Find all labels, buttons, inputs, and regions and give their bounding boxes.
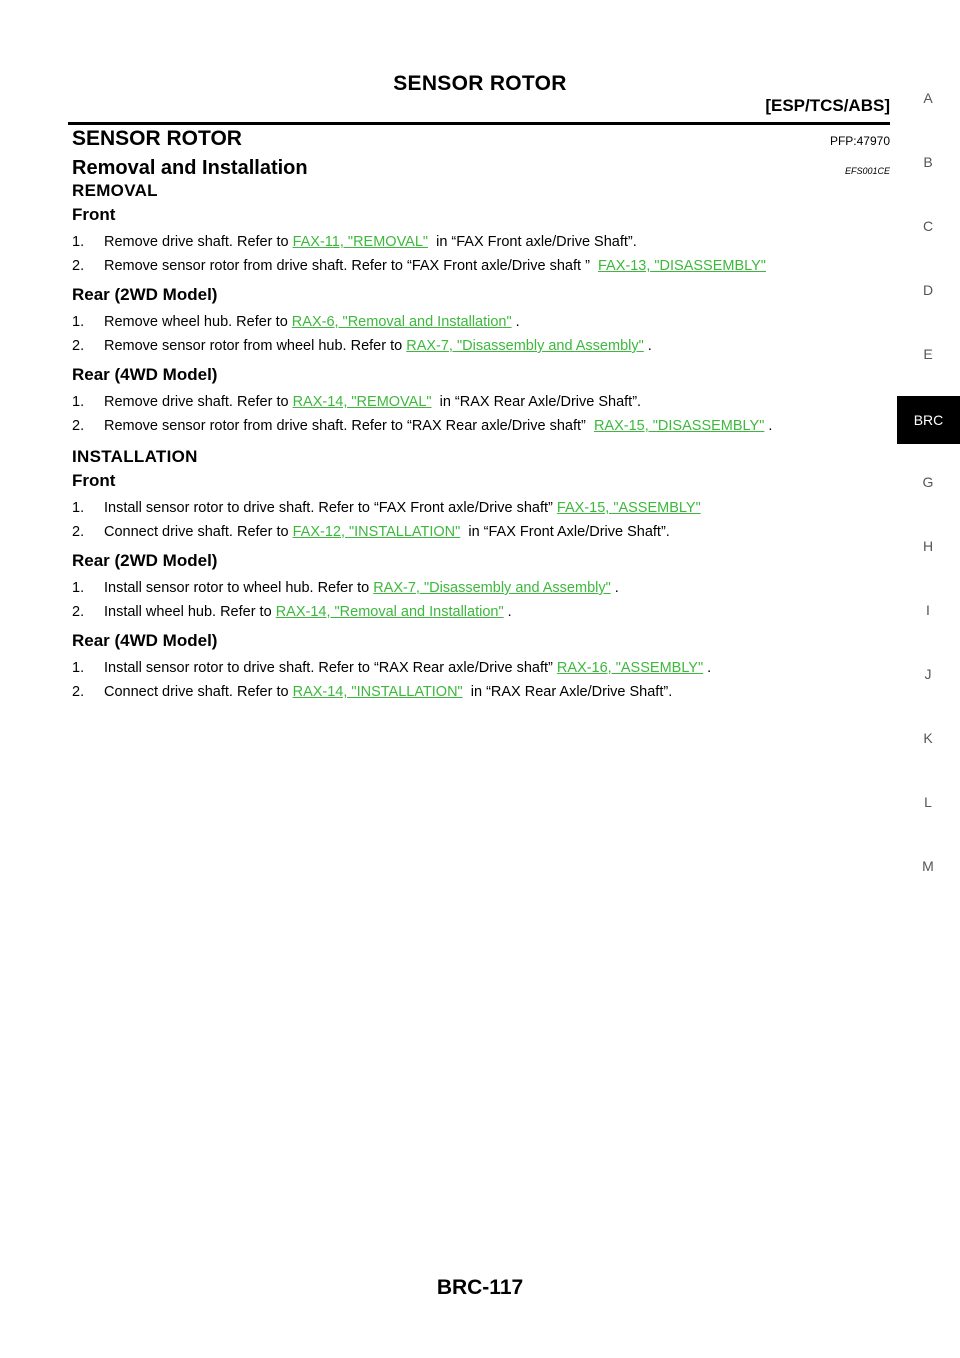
procedure-step: 1. Remove drive shaft. Refer to FAX-11, "…: [72, 230, 890, 254]
installation-rear-4wd-steps: 1. Install sensor rotor to drive shaft. R…: [72, 656, 890, 704]
side-tab-a[interactable]: A: [923, 90, 933, 106]
side-tab-d[interactable]: D: [922, 282, 934, 298]
removal-heading: REMOVAL: [72, 181, 158, 200]
removal-front-heading: Front: [72, 205, 116, 224]
reference-link[interactable]: RAX-14, "Removal and Installation": [275, 604, 504, 620]
removal-rear-2wd-steps: 1. Remove wheel hub. Refer to RAX-6, "Rem…: [72, 310, 890, 358]
installation-heading: INSTALLATION: [72, 447, 198, 466]
part-number: PFP:47970: [829, 134, 890, 148]
step-text: Install sensor rotor to wheel hub. Refer…: [104, 580, 374, 596]
procedure-step: 2. Remove sensor rotor from drive shaft. …: [72, 414, 890, 438]
side-tab-l[interactable]: L: [924, 794, 932, 810]
subsection-title: Removal and Installation: [72, 157, 308, 179]
procedure-step: 2. Remove sensor rotor from wheel hub. Re…: [72, 334, 890, 358]
step-text: Remove sensor rotor from wheel hub. Refe…: [104, 338, 407, 354]
step-text-suffix: .: [610, 580, 619, 596]
side-tab-g[interactable]: G: [922, 474, 934, 490]
reference-link[interactable]: FAX-13, "DISASSEMBLY": [597, 258, 766, 274]
side-tab-h[interactable]: H: [922, 538, 934, 554]
section-title: SENSOR ROTOR: [72, 127, 242, 150]
step-text-suffix: .: [764, 418, 773, 434]
step-text-suffix: .: [703, 660, 712, 676]
step-text-suffix: .: [503, 604, 512, 620]
removal-rear-2wd-heading: Rear (2WD Model): [72, 285, 218, 304]
step-text: Remove wheel hub. Refer to: [104, 314, 292, 330]
installation-front-steps: 1. Install sensor rotor to drive shaft. R…: [72, 496, 890, 544]
step-text: Install sensor rotor to drive shaft. Ref…: [104, 660, 557, 676]
document-content: SENSOR ROTOR PFP:47970 Removal and Insta…: [72, 127, 890, 704]
step-number: 1.: [72, 500, 85, 516]
section-code: EFS001CE: [844, 166, 890, 176]
removal-rear-4wd-heading: Rear (4WD Model): [72, 365, 218, 384]
reference-link[interactable]: RAX-14, "INSTALLATION": [292, 684, 463, 700]
subsection-title-row: Removal and Installation EFS001CE: [72, 157, 890, 181]
step-text: Remove sensor rotor from drive shaft. Re…: [104, 258, 598, 274]
installation-rear-4wd-heading: Rear (4WD Model): [72, 631, 218, 650]
step-text: Install wheel hub. Refer to: [104, 604, 276, 620]
procedure-step: 2. Connect drive shaft. Refer to FAX-12, …: [72, 520, 890, 544]
reference-link[interactable]: FAX-12, "INSTALLATION": [292, 524, 461, 540]
reference-link[interactable]: RAX-16, "ASSEMBLY": [556, 660, 704, 676]
step-number: 1.: [72, 660, 85, 676]
installation-rear-2wd-heading: Rear (2WD Model): [72, 551, 218, 570]
reference-link[interactable]: RAX-6, "Removal and Installation": [291, 314, 512, 330]
side-tab-b[interactable]: B: [923, 154, 933, 170]
step-number: 1.: [72, 394, 85, 410]
step-text-suffix: in “RAX Rear Axle/Drive Shaft”.: [431, 394, 642, 410]
section-title-row: SENSOR ROTOR PFP:47970: [72, 127, 890, 157]
page-subtitle: [ESP/TCS/ABS]: [765, 96, 890, 115]
reference-link[interactable]: FAX-11, "REMOVAL": [292, 234, 429, 250]
header-rule: [68, 122, 890, 125]
procedure-step: 2. Install wheel hub. Refer to RAX-14, "R…: [72, 600, 890, 624]
step-text-suffix: in “FAX Front Axle/Drive Shaft”.: [460, 524, 670, 540]
step-number: 2.: [72, 684, 85, 700]
step-number: 1.: [72, 314, 85, 330]
reference-link[interactable]: FAX-15, "ASSEMBLY": [556, 500, 701, 516]
removal-rear-4wd-steps: 1. Remove drive shaft. Refer to RAX-14, "…: [72, 390, 890, 438]
step-number: 1.: [72, 580, 85, 596]
step-number: 2.: [72, 418, 85, 434]
procedure-step: 1. Install sensor rotor to wheel hub. Ref…: [72, 576, 890, 600]
procedure-step: 1. Install sensor rotor to drive shaft. R…: [72, 656, 890, 680]
step-text: Connect drive shaft. Refer to: [104, 524, 293, 540]
installation-front-heading: Front: [72, 471, 116, 490]
installation-rear-2wd-steps: 1. Install sensor rotor to wheel hub. Ref…: [72, 576, 890, 624]
procedure-step: 1. Remove wheel hub. Refer to RAX-6, "Rem…: [72, 310, 890, 334]
side-tab-k[interactable]: K: [923, 730, 933, 746]
step-text: Remove drive shaft. Refer to: [104, 394, 293, 410]
page-number: BRC-117: [436, 1276, 524, 1299]
step-number: 2.: [72, 604, 85, 620]
side-tab-c[interactable]: C: [922, 218, 934, 234]
side-tab-j[interactable]: J: [924, 666, 932, 682]
procedure-step: 2. Connect drive shaft. Refer to RAX-14, …: [72, 680, 890, 704]
removal-front-steps: 1. Remove drive shaft. Refer to FAX-11, "…: [72, 230, 890, 278]
procedure-step: 1. Remove drive shaft. Refer to RAX-14, "…: [72, 390, 890, 414]
step-number: 1.: [72, 234, 85, 250]
procedure-step: 1. Install sensor rotor to drive shaft. R…: [72, 496, 890, 520]
step-number: 2.: [72, 524, 85, 540]
side-tab-e[interactable]: E: [923, 346, 933, 362]
procedure-step: 2. Remove sensor rotor from drive shaft. …: [72, 254, 890, 278]
step-text: Connect drive shaft. Refer to: [104, 684, 293, 700]
step-text-suffix: .: [511, 314, 520, 330]
reference-link[interactable]: RAX-15, "DISASSEMBLY": [593, 418, 765, 434]
reference-link[interactable]: RAX-14, "REMOVAL": [292, 394, 432, 410]
page-title: SENSOR ROTOR: [393, 72, 567, 95]
step-text: Install sensor rotor to drive shaft. Ref…: [104, 500, 557, 516]
step-text: Remove sensor rotor from drive shaft. Re…: [104, 418, 594, 434]
reference-link[interactable]: RAX-7, "Disassembly and Assembly": [373, 580, 611, 596]
step-number: 2.: [72, 258, 85, 274]
step-text-suffix: .: [643, 338, 652, 354]
step-text-suffix: in “FAX Front axle/Drive Shaft”.: [428, 234, 637, 250]
side-tab-i[interactable]: I: [926, 602, 930, 618]
side-tab-brc[interactable]: BRC: [897, 396, 960, 444]
side-tab-m[interactable]: M: [922, 858, 934, 874]
step-text: Remove drive shaft. Refer to: [104, 234, 293, 250]
step-text-suffix: in “RAX Rear Axle/Drive Shaft”.: [462, 684, 673, 700]
reference-link[interactable]: RAX-7, "Disassembly and Assembly": [406, 338, 644, 354]
step-number: 2.: [72, 338, 85, 354]
